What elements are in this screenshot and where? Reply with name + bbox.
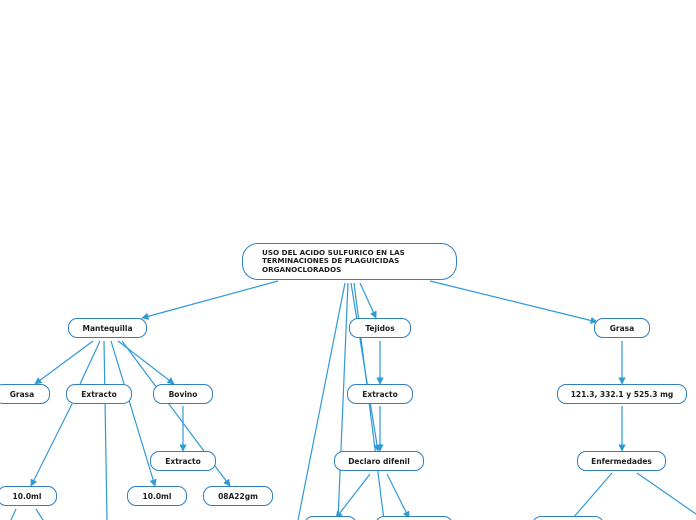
edge-root-bottom-b xyxy=(337,282,349,520)
edge-ml-left-a xyxy=(10,508,17,520)
node-codigo[interactable]: 08A22gm xyxy=(203,486,273,506)
node-partial-2[interactable] xyxy=(375,516,453,520)
edge-enfermedades-right xyxy=(636,472,696,515)
node-mantequilla[interactable]: Mantequilla xyxy=(68,318,147,338)
node-extracto-bovino[interactable]: Extracto xyxy=(150,451,216,471)
edge-ml-left-b xyxy=(35,508,44,520)
node-partial-1[interactable] xyxy=(304,516,357,520)
node-extracto-tejidos[interactable]: Extracto xyxy=(347,384,413,404)
node-bovino[interactable]: Bovino xyxy=(153,384,213,404)
edge-declaro-right xyxy=(386,473,410,519)
edge-declaro-left xyxy=(335,473,371,519)
node-grasa-right[interactable]: Grasa xyxy=(594,318,650,338)
edge-mantequilla-down xyxy=(103,340,108,520)
node-grasa-left[interactable]: Grasa xyxy=(0,384,50,404)
edge-mantequilla-ml xyxy=(110,340,157,487)
root-topic-label: USO DEL ACIDO SULFURICO EN LAS TERMINACI… xyxy=(262,247,405,274)
edge-mantequilla-extracto xyxy=(79,340,101,385)
node-extracto-mantequilla[interactable]: Extracto xyxy=(66,384,132,404)
node-declaro-difenil[interactable]: Declaro difenil xyxy=(334,451,424,471)
edge-root-bottom-a xyxy=(297,282,346,520)
edge-root-grasa xyxy=(429,280,598,324)
node-ml-left[interactable]: 10.0ml xyxy=(0,486,57,506)
edge-enfermedades-left xyxy=(572,472,613,519)
edge-mantequilla-grasa xyxy=(34,340,94,385)
edge-extracto-ml xyxy=(30,403,73,487)
node-valores-grasa[interactable]: 121.3, 332.1 y 525.3 mg xyxy=(557,384,687,404)
root-topic[interactable]: USO DEL ACIDO SULFURICO EN LAS TERMINACI… xyxy=(242,243,457,280)
edge-root-tejidos xyxy=(359,282,377,319)
node-tejidos[interactable]: Tejidos xyxy=(349,318,411,338)
node-ml-mid[interactable]: 10.0ml xyxy=(127,486,187,506)
edge-root-mantequilla xyxy=(141,280,279,320)
node-enfermedades[interactable]: Enfermedades xyxy=(577,451,666,471)
node-partial-3[interactable] xyxy=(532,516,604,520)
